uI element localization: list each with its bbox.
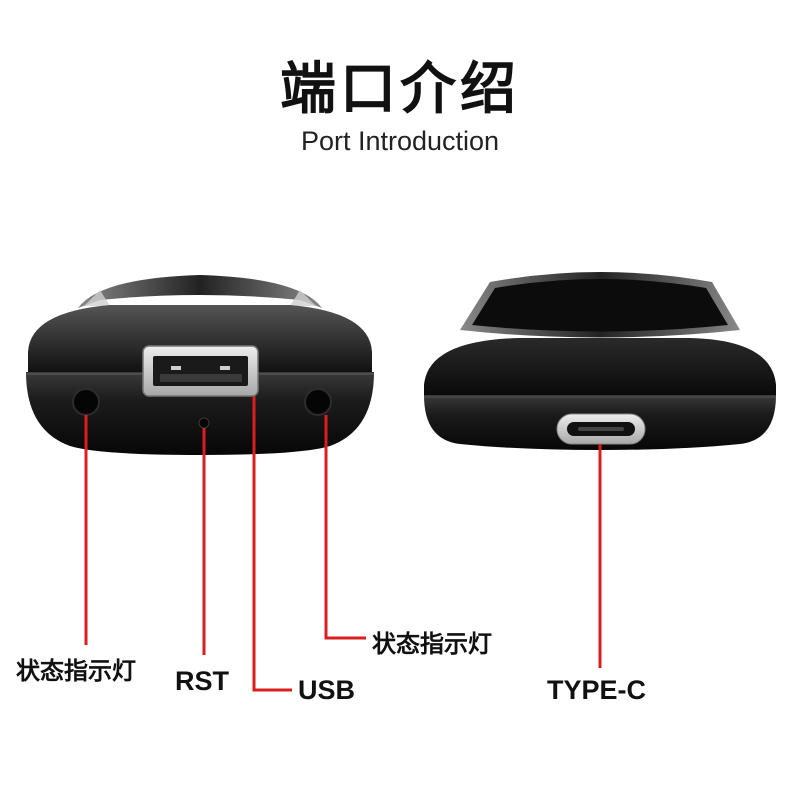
left-device — [26, 275, 374, 455]
callout-line-status-right — [324, 415, 366, 640]
right-device — [424, 272, 776, 450]
type-c-label: TYPE-C — [547, 675, 647, 705]
left-device-handle — [78, 275, 322, 308]
type-c-port — [556, 413, 646, 445]
rst-pinhole — [198, 417, 210, 429]
usb-a-port — [142, 345, 259, 397]
left-device-body — [26, 372, 374, 455]
left-device-shell-top — [28, 305, 372, 372]
status-light-right-hole — [304, 388, 332, 416]
page-title: 端口介绍 — [280, 57, 520, 122]
callout-line-usb — [252, 396, 292, 692]
status-light-right-label: 状态指示灯 — [372, 630, 492, 658]
status-light-left-label: 状态指示灯 — [16, 657, 136, 685]
status-light-left-hole — [72, 388, 100, 416]
rst-label: RST — [175, 666, 229, 696]
page-subtitle: Port Introduction — [300, 126, 500, 156]
right-device-shell-top — [424, 338, 776, 395]
usb-label: USB — [298, 675, 356, 705]
